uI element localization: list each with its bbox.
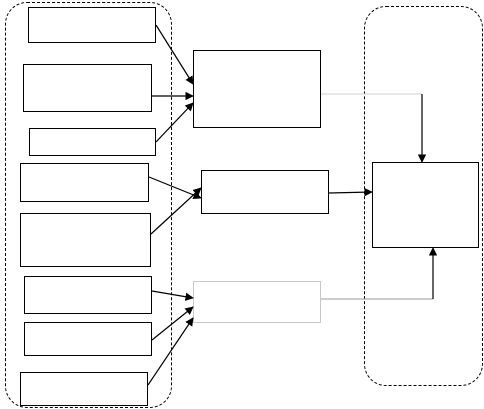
arrow-input3-to-middle1 (155, 102, 194, 143)
arrow-input6-to-middle3 (151, 290, 194, 301)
input-box-4 (20, 163, 149, 202)
arrow-input1-to-middle1 (155, 24, 194, 85)
left-input-group (5, 2, 172, 408)
input-box-6 (24, 276, 152, 314)
input-box-1 (28, 7, 156, 43)
input-box-2 (23, 64, 152, 112)
input-box-7 (24, 322, 152, 356)
arrow-middle2-to-output (328, 187, 373, 197)
output-box (372, 162, 479, 248)
arrow-input7-to-middle3 (151, 306, 194, 341)
arrow-input5-to-middle2 (150, 187, 202, 235)
middle-box-3 (193, 281, 321, 323)
middle-box-1 (193, 50, 321, 128)
arrow-input8-to-middle3 (147, 317, 194, 386)
input-box-8 (20, 372, 148, 406)
input-box-3 (29, 128, 156, 156)
input-box-5 (20, 213, 151, 267)
arrow-input4-to-middle2 (148, 176, 202, 200)
